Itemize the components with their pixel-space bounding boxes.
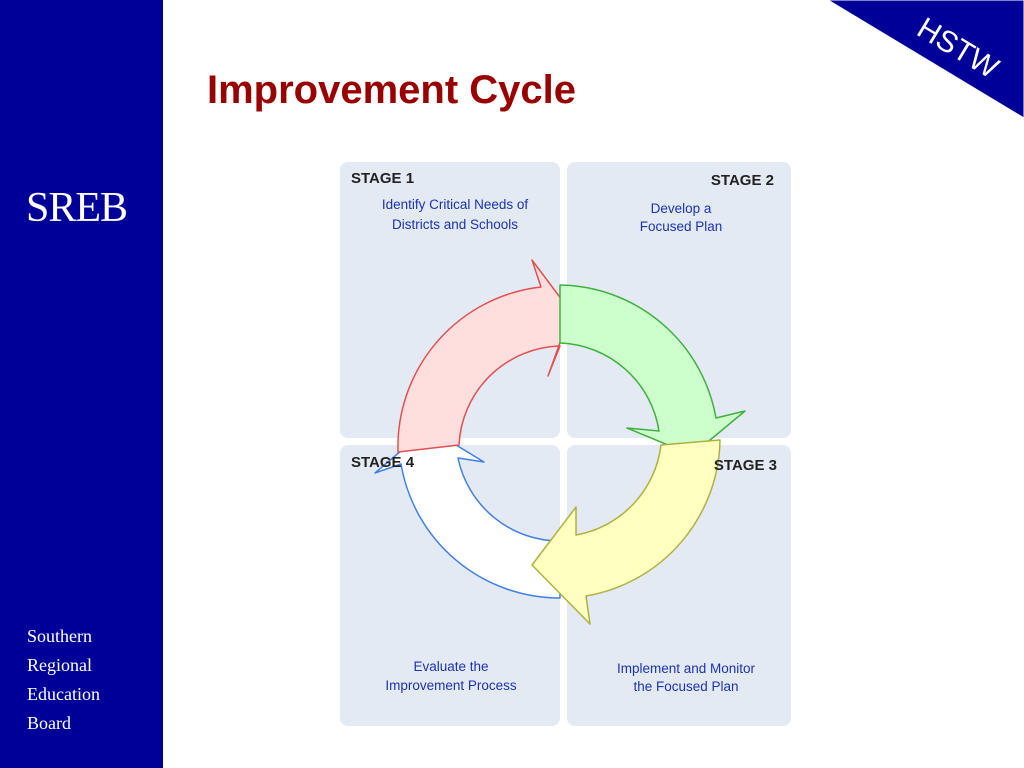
stage-1-heading: STAGE 1 [351,170,414,187]
stage-2-panel [567,162,791,438]
stage-2-heading: STAGE 2 [711,172,774,189]
org-line-2: Regional [27,655,92,675]
org-line-3: Education [27,684,100,704]
organization-name: Southern Regional Education Board [27,622,100,738]
stage-3-desc-line-2: the Focused Plan [633,679,738,694]
stage-1-desc-line-1: Identify Critical Needs of [382,197,529,212]
stage-4-desc-line-1: Evaluate the [413,659,488,674]
sidebar: SREB Southern Regional Education Board [0,0,163,768]
stage-4-heading: STAGE 4 [351,454,415,471]
org-line-4: Board [27,713,71,733]
stage-1-arrow [397,259,572,453]
stage-4-panel [340,445,560,726]
stage-2-arrow [559,284,746,456]
org-line-1: Southern [27,626,92,646]
slide-title: Improvement Cycle [207,68,577,112]
stage-3-arrow [531,439,721,625]
stage-3-heading: STAGE 3 [714,457,777,474]
stage-1-panel [340,162,560,438]
stage-3-desc-line-1: Implement and Monitor [617,661,756,676]
stage-2-desc-line-2: Focused Plan [640,219,723,234]
stage-1-desc-line-2: Districts and Schools [392,217,518,232]
stage-4-arrow [374,427,561,599]
stage-4-desc-line-2: Improvement Process [385,678,517,693]
stage-2-desc-line-1: Develop a [651,201,712,216]
sreb-logo: SREB [26,185,128,231]
